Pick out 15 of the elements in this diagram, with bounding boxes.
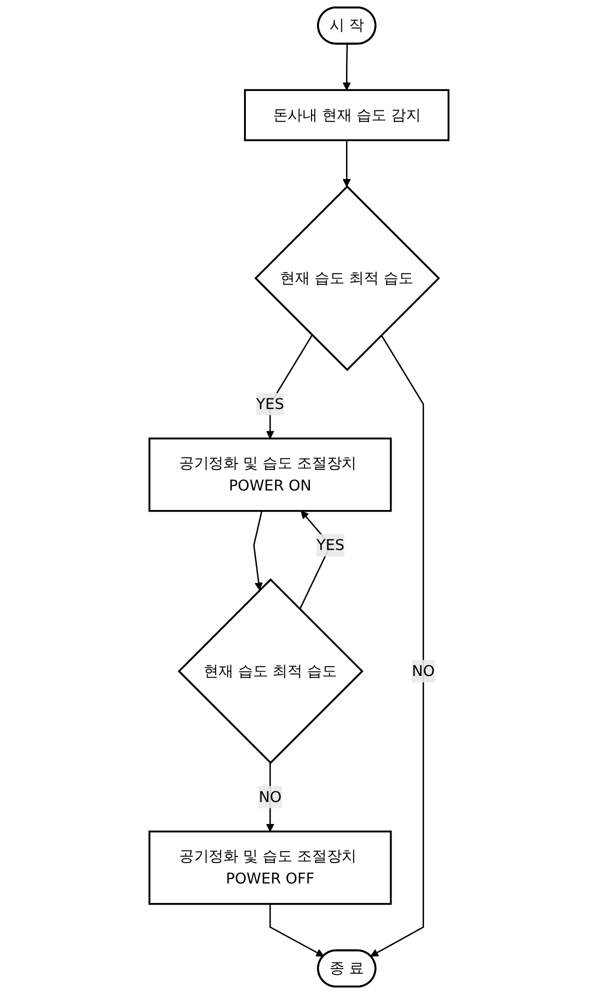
node-box: 돈사내 현재 습도 감지 xyxy=(244,89,449,142)
node-diamond: 현재 습도 최적 습도 xyxy=(254,185,440,372)
arrow xyxy=(342,140,350,187)
edge-label: YES xyxy=(316,536,344,554)
arrow xyxy=(266,762,274,832)
node-diamond: 현재 습도 최적 습도 xyxy=(177,578,363,764)
node-box: 공기정화 및 습도 조절장치 POWER OFF xyxy=(148,830,392,905)
node-box: 공기정화 및 습도 조절장치 POWER ON xyxy=(148,438,392,512)
edge-label: NO xyxy=(258,788,282,806)
edge-label: YES xyxy=(256,394,284,413)
arrow xyxy=(342,44,350,90)
arrow xyxy=(268,904,324,957)
arrow xyxy=(370,334,424,957)
arrow xyxy=(252,510,262,590)
edge-label: NO xyxy=(411,662,434,680)
